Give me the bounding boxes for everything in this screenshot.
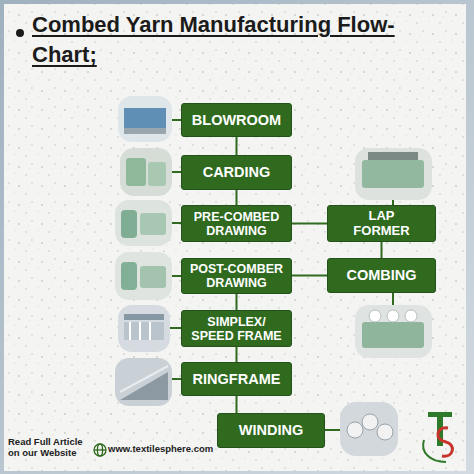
process-box: LAP FORMER — [327, 205, 436, 242]
flow-line — [236, 396, 238, 413]
box-label: LAP FORMER — [347, 209, 417, 238]
flow-line — [292, 223, 327, 225]
process-box: POST-COMBER DRAWING — [181, 258, 292, 294]
box-label: BLOWROOM — [192, 112, 281, 128]
process-box: RINGFRAME — [181, 362, 292, 396]
machine-photo — [115, 358, 172, 406]
machine-photo — [355, 305, 432, 358]
bullet — [16, 29, 24, 37]
website-url: www.textilesphere.com — [108, 444, 228, 455]
flow-line — [236, 347, 238, 362]
process-box: COMBING — [327, 258, 436, 293]
machine-photo — [115, 200, 172, 246]
box-label: PRE-COMBED DRAWING — [186, 210, 287, 238]
box-label: WINDING — [239, 422, 303, 438]
flow-line — [381, 242, 383, 258]
box-label: RINGFRAME — [193, 371, 281, 387]
machine-photo — [355, 148, 432, 200]
flow-line — [292, 275, 327, 277]
process-box: WINDING — [217, 413, 325, 448]
box-label: SIMPLEX/ SPEED FRAME — [186, 315, 287, 343]
machine-photo — [118, 305, 170, 352]
flow-line — [236, 190, 238, 205]
machine-photo — [118, 96, 172, 142]
machine-photo — [340, 402, 398, 456]
process-box: BLOWROOM — [181, 103, 292, 137]
process-box: SIMPLEX/ SPEED FRAME — [181, 310, 292, 347]
globe-icon — [94, 444, 106, 456]
card — [4, 4, 466, 471]
flow-line — [236, 137, 238, 155]
box-label: POST-COMBER DRAWING — [186, 262, 287, 290]
box-label: CARDING — [203, 164, 271, 180]
process-box: CARDING — [181, 155, 292, 190]
flow-line — [236, 294, 238, 310]
footer-note: Read Full Article on our Website — [8, 437, 96, 459]
title: Combed Yarn Manufacturing Flow-Chart; — [32, 10, 404, 70]
box-label: COMBING — [346, 267, 416, 283]
machine-photo — [120, 148, 172, 196]
machine-photo — [115, 252, 172, 300]
logo — [423, 412, 452, 462]
process-box: PRE-COMBED DRAWING — [181, 205, 292, 242]
